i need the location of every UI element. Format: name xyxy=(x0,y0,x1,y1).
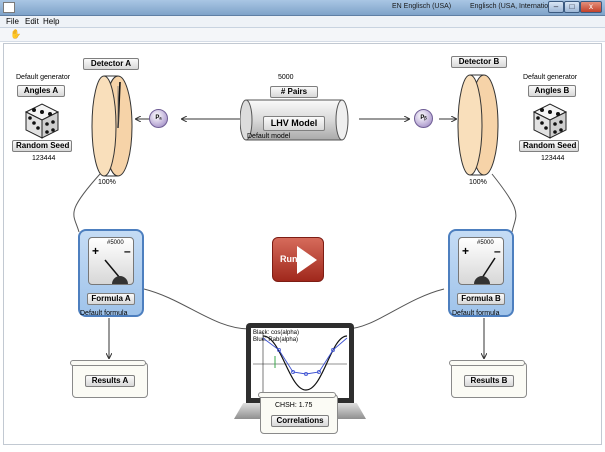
particle-b-icon[interactable]: Pᵦ xyxy=(414,109,433,128)
formula-b-label: Default formula xyxy=(452,310,500,317)
minimize-button[interactable]: – xyxy=(548,1,564,13)
detector-a-efficiency: 100% xyxy=(98,179,116,186)
wire-formula-a-to-plot xyxy=(143,288,250,330)
laptop-screen: Black: cos(alpha) Blue: Rab(alpha) xyxy=(246,323,354,403)
formula-b-meter: #5000 + – xyxy=(458,237,504,285)
toolbar: ✋ xyxy=(0,28,605,42)
title-bar: EN Englisch (USA) Englisch (USA, Interna… xyxy=(0,0,605,16)
seed-a-value: 123444 xyxy=(32,155,56,162)
results-a-button[interactable]: Results A xyxy=(85,375,135,387)
legend-black: Black: cos(alpha) xyxy=(253,330,300,336)
formula-a-plus: + xyxy=(92,244,100,258)
random-seed-b-button[interactable]: Random Seed xyxy=(519,140,579,152)
plot-area: Black: cos(alpha) Blue: Rab(alpha) xyxy=(251,328,349,398)
wire-formula-b-to-plot xyxy=(345,288,445,330)
formula-b-count: #5000 xyxy=(477,240,494,246)
detector-b-disc[interactable] xyxy=(456,70,502,180)
model-label: Default model xyxy=(247,133,291,140)
generator-a-label: Default generator xyxy=(16,74,71,81)
run-label: Run xyxy=(280,254,298,264)
random-seed-a-button[interactable]: Random Seed xyxy=(12,140,72,152)
detector-a-button[interactable]: Detector A xyxy=(83,58,139,70)
keyboard-layout[interactable]: Englisch (USA, International) xyxy=(470,3,560,10)
formula-a-needle-icon xyxy=(104,259,128,284)
menu-help[interactable]: Help xyxy=(43,17,60,26)
dice-b-icon[interactable] xyxy=(530,100,570,140)
detector-a-disc[interactable] xyxy=(90,72,136,180)
angles-a-button[interactable]: Angles A xyxy=(17,85,65,97)
wire-detector-a-to-formula-a xyxy=(73,173,101,233)
results-b-scroll: Results B xyxy=(449,360,527,398)
correlations-button[interactable]: Correlations xyxy=(271,415,329,427)
lhv-model-button[interactable]: LHV Model xyxy=(263,116,325,131)
chsh-value: CHSH: 1.75 xyxy=(275,402,313,409)
seed-b-value: 123444 xyxy=(541,155,565,162)
formula-a-minus: – xyxy=(124,244,131,258)
formula-b-minus: – xyxy=(494,244,501,258)
dice-a-icon[interactable] xyxy=(22,100,62,140)
maximize-button[interactable]: □ xyxy=(564,1,580,13)
wire-detector-b-to-formula-b xyxy=(491,173,517,233)
correlations-scroll: CHSH: 1.75 Correlations xyxy=(258,392,338,434)
formula-a-button[interactable]: Formula A xyxy=(87,293,135,305)
app-icon xyxy=(3,2,15,13)
menu-bar: File Edit Help xyxy=(0,16,605,28)
plot-curves xyxy=(253,332,348,396)
pairs-button[interactable]: # Pairs xyxy=(270,86,318,98)
run-button[interactable]: Run xyxy=(272,237,324,282)
formula-a-gauge[interactable]: #5000 + – Formula A xyxy=(78,229,144,317)
angles-b-button[interactable]: Angles B xyxy=(528,85,576,97)
close-button[interactable]: x xyxy=(580,1,602,13)
menu-file[interactable]: File xyxy=(6,17,19,26)
generator-b-label: Default generator xyxy=(523,74,578,81)
language-indicator[interactable]: EN Englisch (USA) xyxy=(392,3,452,10)
menu-edit[interactable]: Edit xyxy=(25,17,39,26)
formula-b-needle-icon xyxy=(474,257,496,284)
detector-b-button[interactable]: Detector B xyxy=(451,56,507,68)
formula-a-label: Default formula xyxy=(80,310,128,317)
detector-b-efficiency: 100% xyxy=(469,179,487,186)
results-b-button[interactable]: Results B xyxy=(464,375,514,387)
results-a-scroll: Results A xyxy=(70,360,148,398)
play-icon xyxy=(297,246,317,274)
formula-a-meter: #5000 + – xyxy=(88,237,134,285)
formula-b-button[interactable]: Formula B xyxy=(457,293,505,305)
pairs-count: 5000 xyxy=(278,74,294,81)
formula-a-count: #5000 xyxy=(107,240,124,246)
formula-b-plus: + xyxy=(462,244,470,258)
hand-tool-icon[interactable]: ✋ xyxy=(10,29,22,39)
legend-blue: Blue: Rab(alpha) xyxy=(253,337,299,343)
particle-a-icon[interactable]: Pₐ xyxy=(149,109,168,128)
experiment-canvas: Default generator Angles A Random Seed 1… xyxy=(3,43,602,445)
formula-b-gauge[interactable]: #5000 + – Formula B xyxy=(448,229,514,317)
